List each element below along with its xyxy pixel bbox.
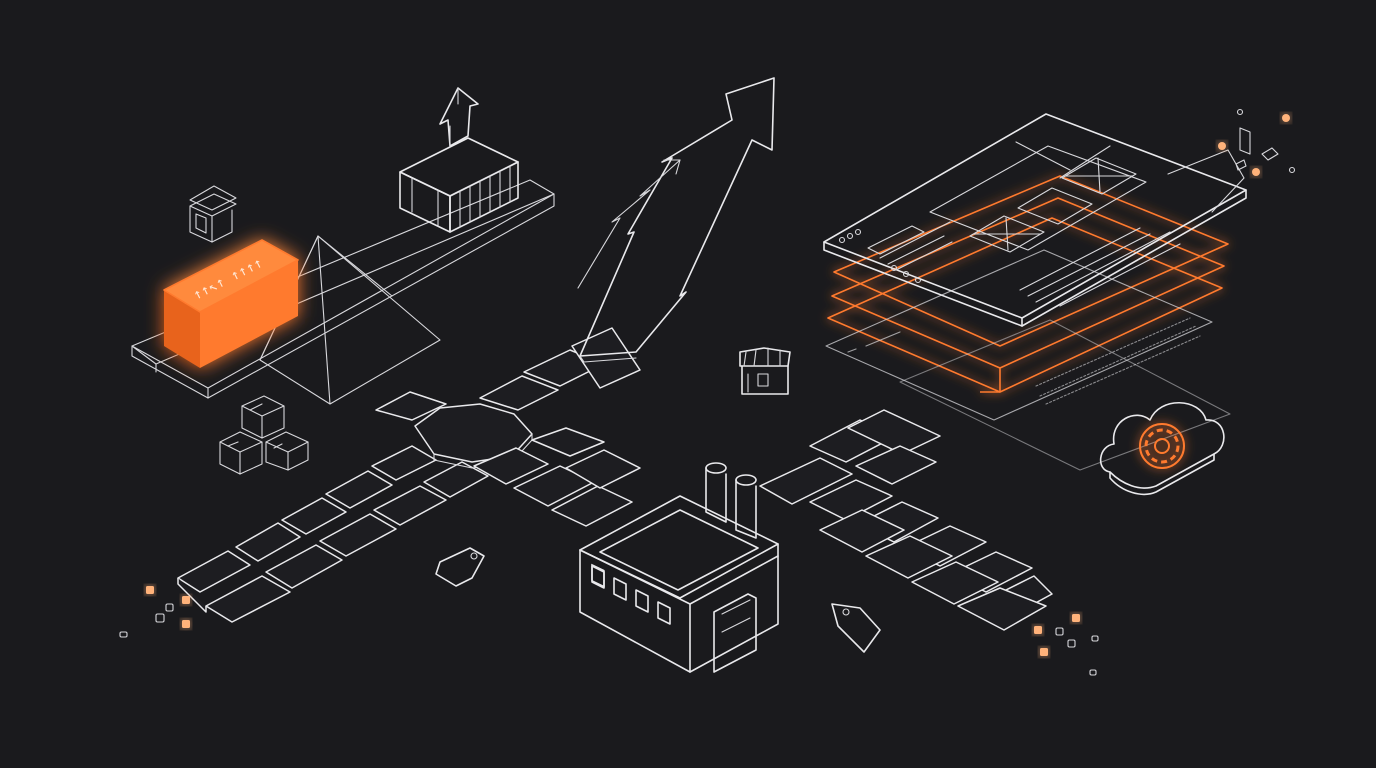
conveyor-right-arm [473,447,641,527]
conveyor-path [177,327,1053,631]
growth-arrow-icon [579,77,775,363]
price-tag-icon [435,547,485,587]
balance-scale [131,179,555,405]
floating-blocks-top-right [1218,108,1296,176]
conveyor-far-right-arm [759,409,1053,631]
factory-building [579,462,779,673]
stacked-boxes-icon [219,395,309,475]
shop-icon [739,347,791,395]
upload-arrow-icon [439,87,479,147]
floating-blocks-bottom-right [1034,614,1099,676]
conveyor-hub [375,327,641,469]
storefront-icon [189,185,237,243]
price-tag-icon [831,603,881,653]
floating-blocks-bottom-left [119,586,190,638]
orange-package [163,239,299,368]
conveyor-left-arm [177,445,489,623]
shipping-container [399,137,519,233]
thin-trend-arrow [577,159,681,289]
cloud-settings-icon [1099,401,1225,496]
